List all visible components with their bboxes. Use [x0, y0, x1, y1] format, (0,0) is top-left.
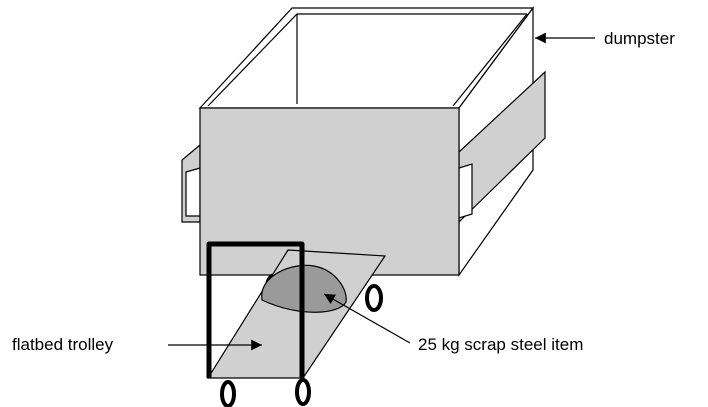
trolley-wheel-back-right — [365, 284, 383, 312]
trolley-wheel-front-left — [220, 380, 236, 407]
leader-arrows — [168, 32, 595, 351]
dumpster — [181, 6, 546, 277]
dumpster-inner-rim-right — [452, 13, 528, 107]
scrap-steel-item-label: 25 kg scrap steel item — [418, 335, 584, 354]
dumpster-left-bracket-inner — [185, 167, 201, 217]
dumpster-front-face — [199, 107, 460, 276]
dumpster-label: dumpster — [604, 29, 675, 48]
flatbed-trolley-label: flatbed trolley — [12, 335, 114, 354]
trolley-handle — [206, 241, 305, 378]
dumpster-right-bracket-inner — [458, 163, 473, 219]
steel-item-arrow — [323, 293, 411, 344]
trolley-wheel-front-right — [295, 378, 311, 406]
